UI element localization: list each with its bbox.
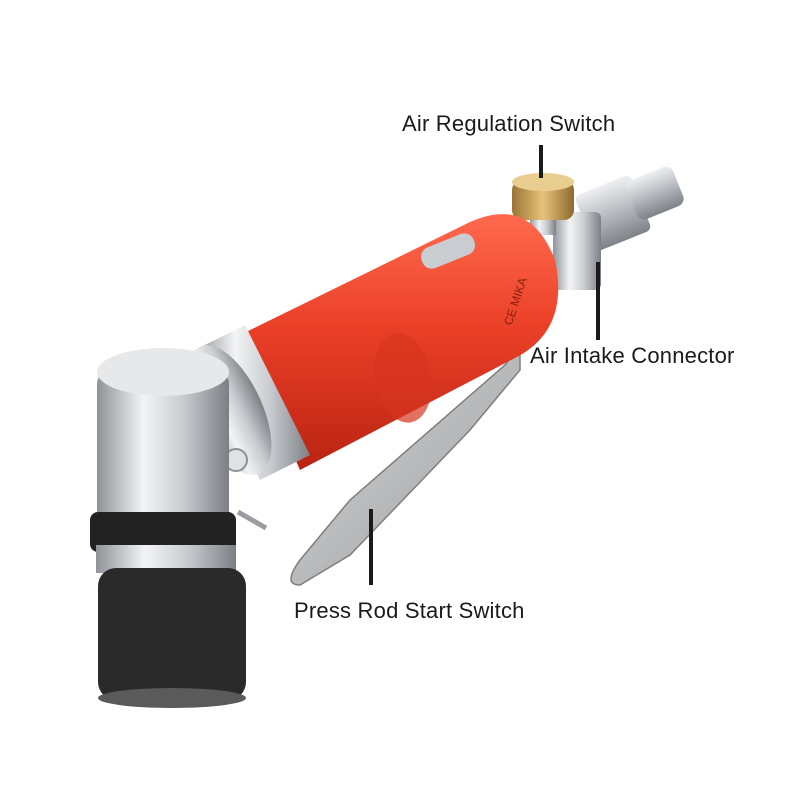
air-intake-connector	[553, 166, 684, 290]
red-grip-housing: CE MIKA	[240, 214, 559, 470]
sander-head	[90, 348, 268, 573]
label-press-rod-start-switch: Press Rod Start Switch	[294, 598, 525, 623]
air-regulation-knob	[512, 173, 574, 235]
sanding-pad	[98, 568, 246, 708]
label-air-regulation-switch: Air Regulation Switch	[402, 111, 616, 136]
label-air-intake-connector: Air Intake Connector	[530, 343, 735, 368]
